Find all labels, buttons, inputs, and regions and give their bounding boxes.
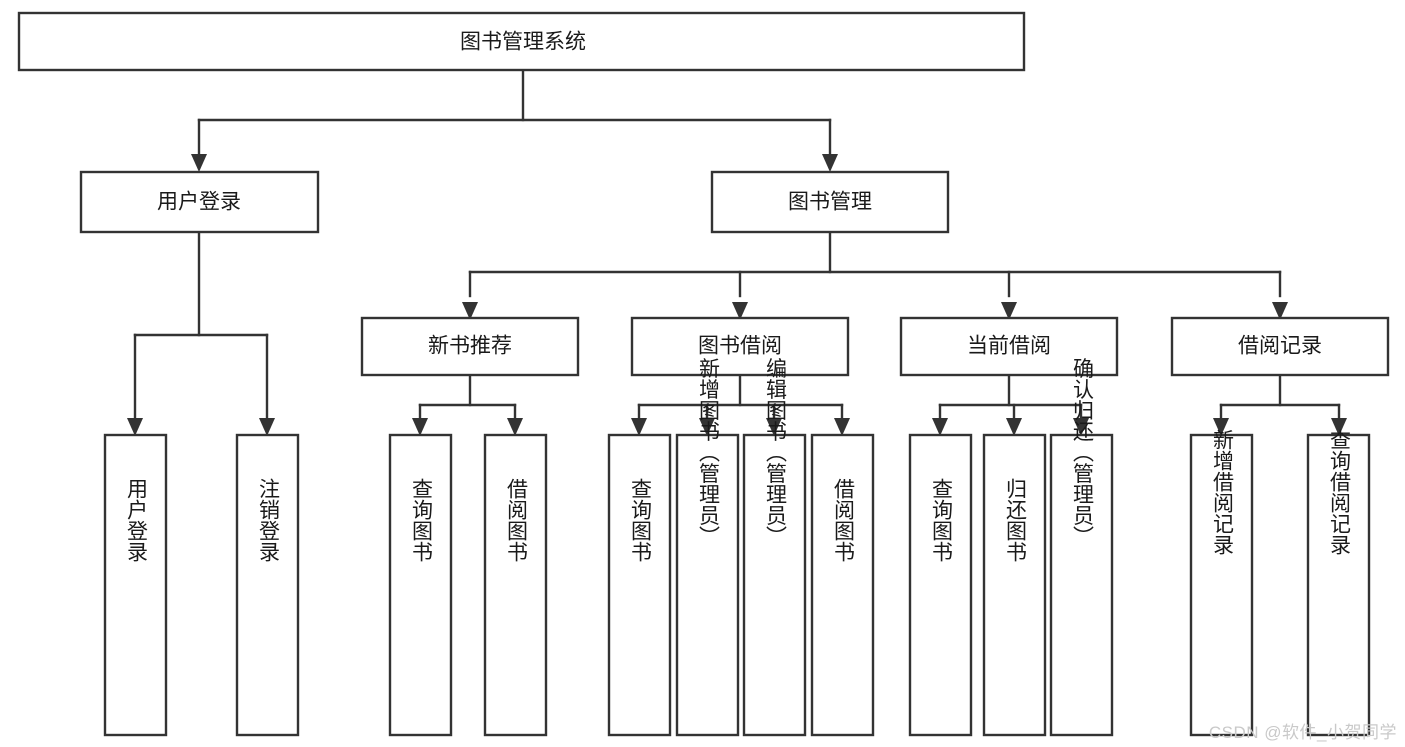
node-box-leaf-user-logout[interactable] — [235, 433, 300, 737]
node-leaf-borrow-query[interactable]: 查询图书 — [607, 433, 672, 737]
node-leaf-records-add[interactable]: 新增借阅记录 — [1189, 429, 1254, 737]
node-box-leaf-borrow-lend[interactable] — [810, 433, 875, 737]
node-box-borrow[interactable] — [630, 316, 850, 377]
node-box-leaf-current-confirm[interactable] — [1049, 433, 1114, 737]
arrow-leaf-user-login — [127, 418, 143, 436]
node-label-leaf-borrow-query: 查询图书 — [629, 478, 653, 562]
node-box-leaf-borrow-add[interactable] — [675, 433, 740, 737]
node-login[interactable]: 用户登录 — [79, 170, 320, 234]
node-box-leaf-user-login[interactable] — [103, 433, 168, 737]
arrow-to-login — [191, 154, 207, 172]
node-label-newbook: 新书推荐 — [428, 335, 512, 358]
arrow-leaf-current-return — [1006, 418, 1022, 436]
node-bookmgmt[interactable]: 图书管理 — [710, 170, 950, 234]
node-label-leaf-newbook-borrow: 借阅图书 — [505, 478, 529, 562]
node-box-leaf-current-return[interactable] — [982, 433, 1047, 737]
node-leaf-records-query[interactable]: 查询借阅记录 — [1306, 429, 1371, 737]
node-leaf-current-confirm[interactable]: 确认归还（管理员） — [1049, 358, 1114, 737]
node-root[interactable]: 图书管理系统 — [17, 11, 1026, 72]
node-box-leaf-current-query[interactable] — [908, 433, 973, 737]
node-box-leaf-newbook-query[interactable] — [388, 433, 453, 737]
node-leaf-user-login[interactable]: 用户登录 — [103, 433, 168, 737]
arrow-leaf-user-logout — [259, 418, 275, 436]
node-leaf-borrow-lend[interactable]: 借阅图书 — [810, 433, 875, 737]
node-label-leaf-user-logout: 注销登录 — [257, 478, 281, 562]
node-label-bookmgmt: 图书管理 — [788, 191, 872, 214]
arrow-leaf-newbook-borrow — [507, 418, 523, 436]
node-label-leaf-borrow-edit: 编辑图书（管理员） — [764, 358, 788, 547]
node-leaf-borrow-edit[interactable]: 编辑图书（管理员） — [742, 358, 807, 737]
node-label-borrow: 图书借阅 — [698, 335, 782, 358]
node-label-leaf-current-confirm: 确认归还（管理员） — [1071, 358, 1095, 547]
node-box-leaf-borrow-query[interactable] — [607, 433, 672, 737]
node-box-leaf-records-add[interactable] — [1189, 433, 1254, 737]
arrow-leaf-newbook-query — [412, 418, 428, 436]
node-box-leaf-newbook-borrow[interactable] — [483, 433, 548, 737]
node-leaf-current-query[interactable]: 查询图书 — [908, 433, 973, 737]
node-box-bookmgmt[interactable] — [710, 170, 950, 234]
node-leaf-newbook-query[interactable]: 查询图书 — [388, 433, 453, 737]
node-label-current: 当前借阅 — [967, 335, 1051, 358]
node-borrow[interactable]: 图书借阅 — [630, 316, 850, 377]
node-box-root[interactable] — [17, 11, 1026, 72]
node-box-login[interactable] — [79, 170, 320, 234]
csdn-watermark: CSDN @软件_小贺同学 — [1208, 723, 1397, 742]
node-box-leaf-records-query[interactable] — [1306, 433, 1371, 737]
node-label-leaf-records-add: 新增借阅记录 — [1211, 429, 1235, 555]
node-label-leaf-records-query: 查询借阅记录 — [1328, 429, 1352, 555]
node-box-newbook[interactable] — [360, 316, 580, 377]
node-label-leaf-user-login: 用户登录 — [125, 478, 149, 562]
node-box-records[interactable] — [1170, 316, 1390, 377]
node-label-login: 用户登录 — [157, 191, 241, 214]
node-records[interactable]: 借阅记录 — [1170, 316, 1390, 377]
connector-layer — [127, 68, 1347, 436]
arrow-leaf-borrow-query — [631, 418, 647, 436]
arrow-leaf-current-query — [932, 418, 948, 436]
node-leaf-newbook-borrow[interactable]: 借阅图书 — [483, 433, 548, 737]
node-current[interactable]: 当前借阅 — [899, 316, 1119, 377]
node-label-leaf-current-query: 查询图书 — [930, 478, 954, 562]
arrow-leaf-borrow-lend — [834, 418, 850, 436]
node-leaf-current-return[interactable]: 归还图书 — [982, 433, 1047, 737]
node-label-root: 图书管理系统 — [460, 31, 586, 54]
node-newbook[interactable]: 新书推荐 — [360, 316, 580, 377]
node-leaf-user-logout[interactable]: 注销登录 — [235, 433, 300, 737]
node-label-leaf-current-return: 归还图书 — [1004, 478, 1028, 562]
node-label-records: 借阅记录 — [1238, 335, 1322, 358]
node-leaf-borrow-add[interactable]: 新增图书（管理员） — [675, 358, 740, 737]
node-box-current[interactable] — [899, 316, 1119, 377]
arrow-to-bookmgmt — [822, 154, 838, 172]
node-label-leaf-newbook-query: 查询图书 — [410, 478, 434, 562]
node-label-leaf-borrow-add: 新增图书（管理员） — [697, 358, 721, 547]
node-box-leaf-borrow-edit[interactable] — [742, 433, 807, 737]
node-label-leaf-borrow-lend: 借阅图书 — [832, 478, 856, 562]
